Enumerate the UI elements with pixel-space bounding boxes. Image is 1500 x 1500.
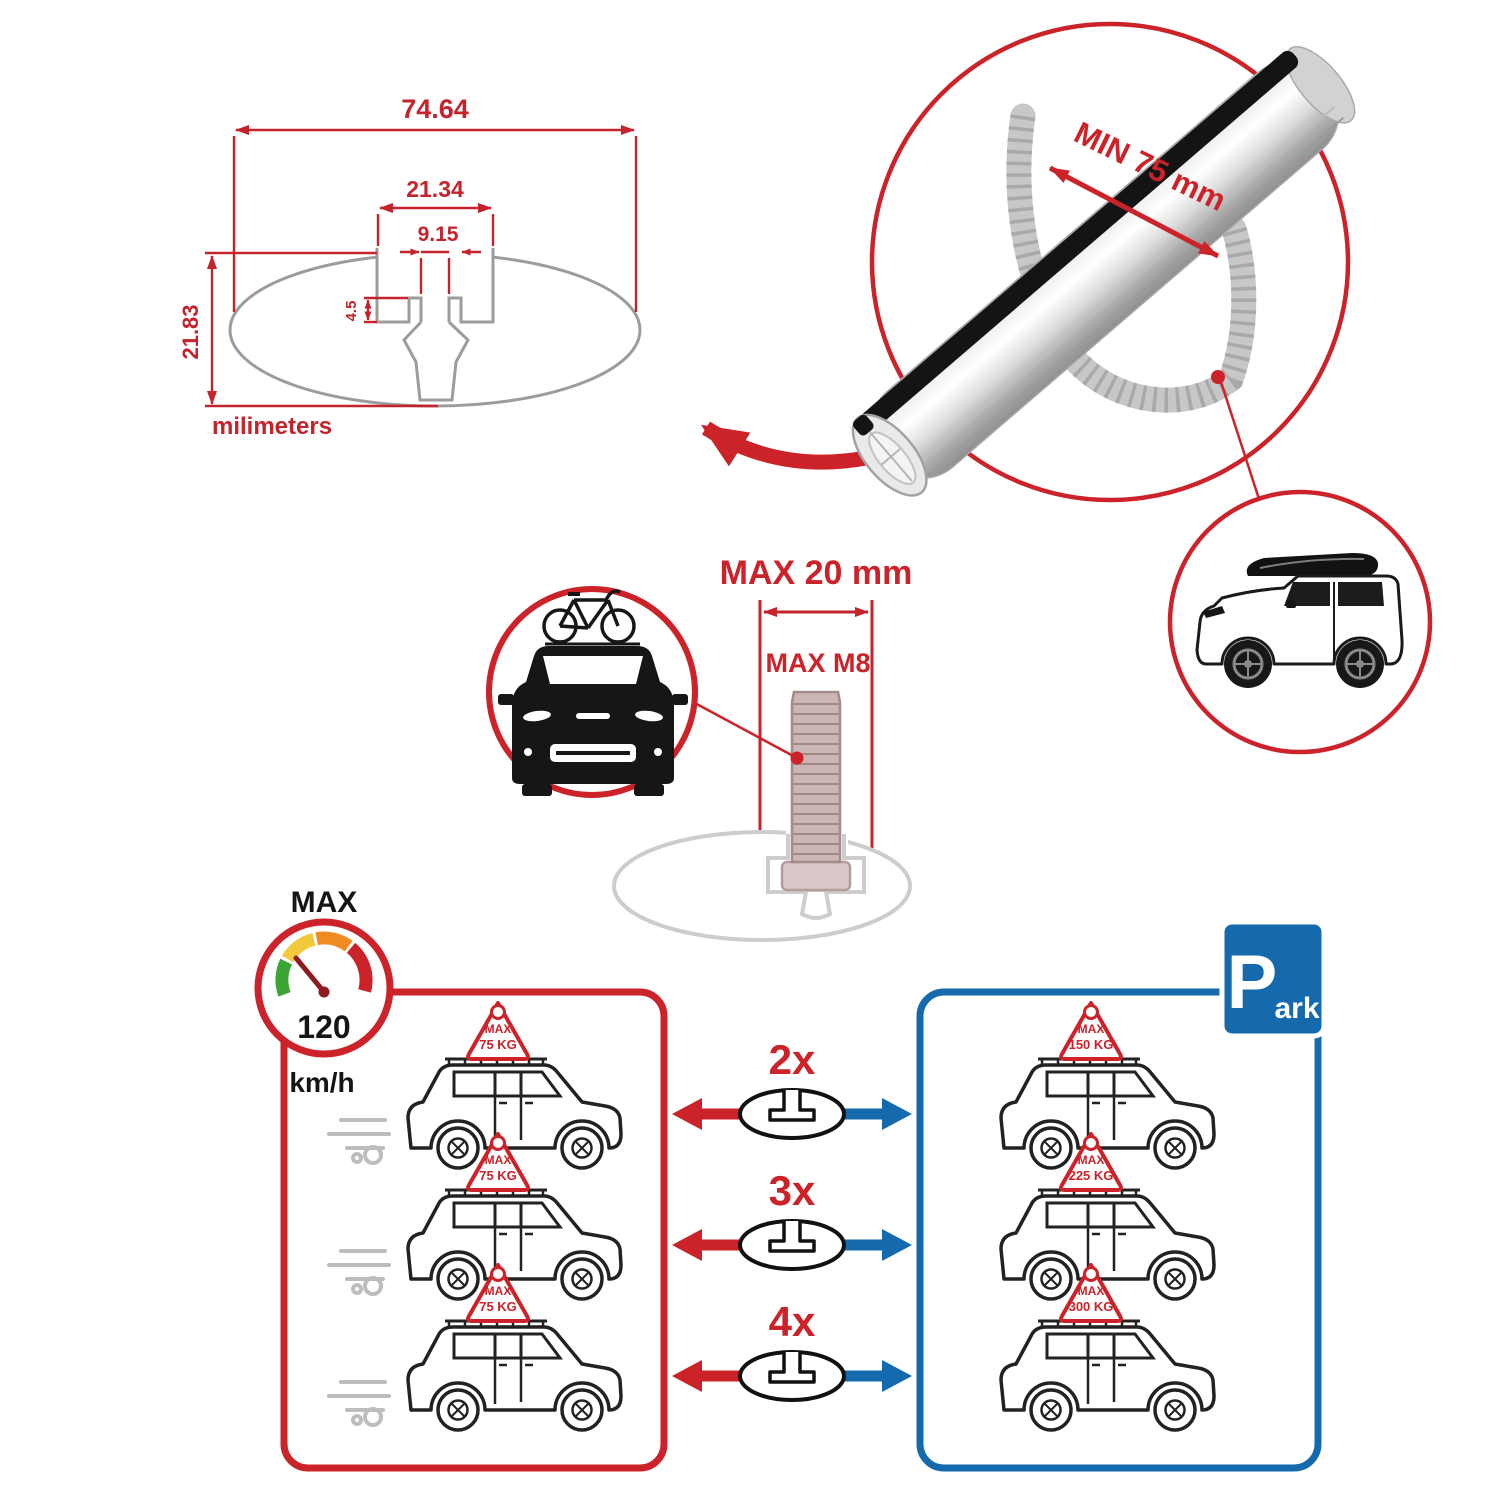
sign-load: 225 KG [1069,1168,1114,1183]
bolt-head [780,860,852,892]
bolt-max-thread-label: MAX M8 [765,648,870,678]
count-label: 3x [769,1167,816,1214]
sign-max: MAX [1078,1022,1105,1036]
speed-value: 120 [297,1009,350,1045]
bar-end-section [851,413,928,497]
dim-inner-slot-width: 9.15 [418,223,459,246]
bike-car-circle [486,586,698,798]
gauge-needle [293,955,327,995]
min-span-arrow [1048,165,1220,259]
driving-car-3: MAX 75 KG [327,1263,623,1432]
bolt-callout-dot [790,751,804,765]
driving-car-2: MAX 75 KG [327,1132,623,1301]
quantity-row-3x: 3x [672,1167,912,1271]
clamp-strap [1006,103,1257,413]
parked-car-2: MAX 225 KG [999,1132,1216,1301]
dim-lip-depth: 4.5 [343,301,360,322]
callout-line [1219,381,1261,500]
t-slot-channel [402,320,470,402]
park-letter: P [1227,940,1278,1025]
parked-car-3: MAX 300 KG [999,1263,1216,1432]
sign-load: 150 KG [1069,1037,1114,1052]
windshield [543,656,643,684]
dim-outer-slot-width: 21.34 [406,176,464,202]
bike-icon [542,589,640,646]
speed-units: km/h [289,1067,354,1098]
speed-max-label: MAX [291,886,358,919]
park-rest: ark [1274,992,1319,1025]
sign-load: 75 KG [479,1037,517,1052]
dim-total-width: 74.64 [401,94,469,124]
sign-max: MAX [485,1153,512,1167]
bolt-max-width-label: MAX 20 mm [720,554,913,592]
sign-max: MAX [485,1022,512,1036]
car-front-icon [498,646,688,796]
bar-section-icon [738,1350,846,1402]
speed-limit-gauge: MAX 120 km/h [254,886,394,1098]
sign-max: MAX [1078,1284,1105,1298]
arrow-to-parked [838,1360,912,1392]
bar-section-icon [738,1088,846,1140]
callout-dot [1211,370,1225,384]
park-sign: P ark [1219,919,1327,1039]
t-slot-opening [375,248,495,324]
sign-load: 300 KG [1069,1299,1114,1314]
arrow-to-driving [672,1360,746,1392]
arrow-to-driving [672,1098,746,1130]
headlight-right [635,710,663,722]
arrow-to-parked [838,1098,912,1130]
count-label: 2x [769,1036,816,1083]
bolt-callout-line [692,700,798,760]
arrow-to-parked [838,1229,912,1261]
sign-load: 75 KG [479,1299,517,1314]
suv-roofbox-icon [1195,553,1404,688]
dim-total-height: 21.83 [178,304,203,359]
quantity-row-4x: 4x [672,1298,912,1402]
parked-car-1: MAX 150 KG [999,1001,1216,1170]
headlight-left [523,710,551,722]
quantity-row-2x: 2x [672,1036,912,1140]
gauge-arc [275,931,373,997]
suv-front-wheel [1224,640,1272,688]
dimension-drawing: 74.64 21.34 9.15 4.5 21.83 milimeters [178,94,642,440]
sign-max: MAX [485,1284,512,1298]
count-label: 4x [769,1298,816,1345]
sign-max: MAX [1078,1153,1105,1167]
suv-rear-wheel [1336,640,1384,688]
arrow-to-driving [672,1229,746,1261]
bar-section-icon [738,1219,846,1271]
sign-load: 75 KG [479,1168,517,1183]
suv-roofbox-circle [1167,489,1433,755]
units-label: milimeters [212,413,332,440]
bolt-shaft [790,690,842,864]
bolt-diagram: MAX 20 mm MAX M8 [612,554,913,942]
bar-detail-circle: MIN 75 mm [851,21,1356,503]
detail-callout-arrow [700,421,868,470]
t-bolt [780,690,852,892]
driving-car-1: MAX 75 KG [327,1001,623,1170]
